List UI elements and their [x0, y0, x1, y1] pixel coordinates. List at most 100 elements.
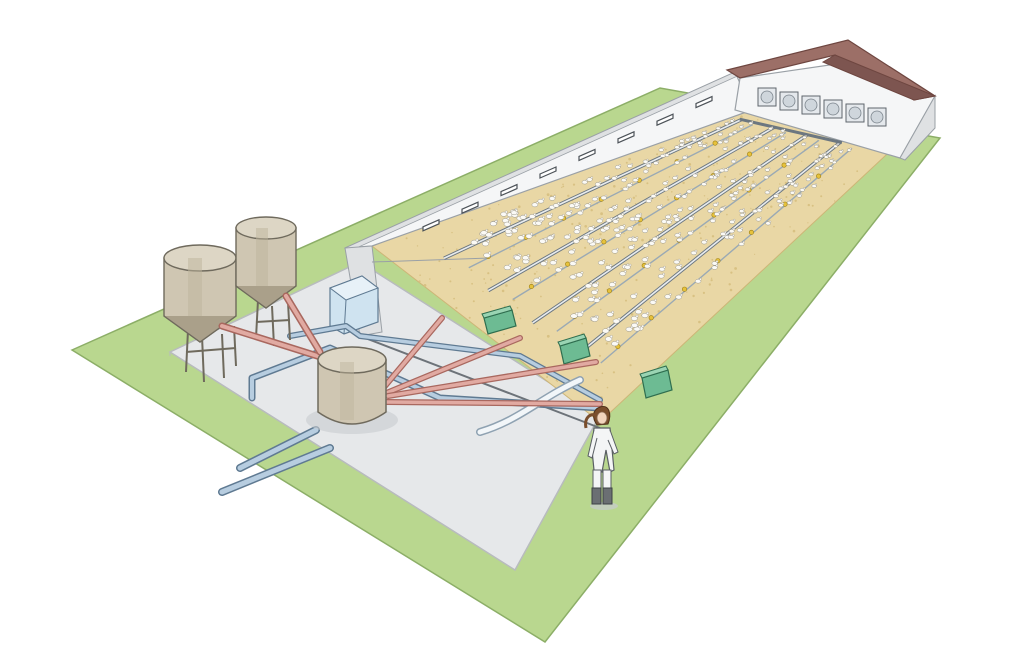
chicken [786, 200, 793, 205]
chicken [818, 153, 824, 158]
chicken [728, 131, 734, 137]
chicken [748, 120, 754, 125]
litter-speck [605, 342, 608, 345]
chicken [586, 176, 593, 182]
chicken [537, 197, 545, 204]
chicken [730, 178, 737, 183]
chicken [602, 327, 610, 334]
drinker-nipple [606, 288, 612, 294]
litter-speck [470, 269, 473, 272]
drinker-nipple [528, 283, 534, 289]
litter-speck [468, 316, 471, 319]
litter-speck [620, 187, 623, 190]
litter-speck [519, 317, 522, 320]
litter-speck [702, 291, 706, 294]
chicken [675, 193, 682, 199]
chicken [712, 201, 719, 207]
chicken [744, 186, 751, 192]
silo-left [163, 244, 237, 383]
litter-speck [534, 234, 537, 237]
litter-speck [622, 246, 626, 249]
wall-vent [617, 130, 635, 144]
chicken [631, 321, 639, 328]
chicken [584, 202, 592, 208]
litter-speck [515, 313, 517, 315]
chicken [764, 167, 771, 172]
chicken [738, 140, 744, 145]
litter-speck [625, 299, 627, 302]
chicken [513, 266, 522, 273]
wall-vent [656, 113, 674, 127]
litter-speck [554, 274, 557, 277]
feed-hopper [306, 346, 398, 434]
chicken [720, 230, 727, 236]
litter-speck [546, 193, 550, 197]
litter-speck [634, 203, 637, 205]
chicken [648, 239, 656, 246]
litter-speck [503, 333, 505, 336]
litter-speck [773, 225, 775, 228]
chicken [672, 175, 679, 180]
chicken [631, 236, 639, 242]
chicken [657, 272, 666, 279]
litter-speck [634, 221, 637, 224]
chicken [737, 185, 744, 190]
litter-speck [590, 209, 593, 212]
chicken [790, 181, 796, 186]
drinker-nipple [681, 286, 687, 292]
chicken [829, 158, 835, 163]
chicken [622, 185, 629, 191]
chicken [786, 173, 792, 178]
farm-worker [584, 405, 619, 510]
litter-speck [482, 330, 485, 333]
litter-speck [728, 283, 731, 286]
litter-speck [625, 161, 628, 164]
chicken [618, 224, 626, 230]
chicken [771, 133, 777, 138]
chicken [748, 138, 755, 143]
fan-blade [826, 102, 840, 116]
litter-speck [482, 290, 484, 293]
litter-speck [699, 237, 702, 240]
chicken [787, 178, 794, 183]
feed-line-core [487, 126, 775, 292]
window-line [371, 257, 491, 263]
litter-speck [606, 263, 608, 265]
chicken [805, 176, 812, 182]
chicken [765, 220, 772, 226]
litter-speck [801, 160, 803, 162]
fan-blade [782, 94, 796, 108]
chicken [481, 240, 490, 247]
litter-speck [734, 267, 737, 270]
chicken [688, 215, 695, 221]
chicken [587, 295, 596, 302]
litter-speck [546, 334, 550, 338]
chicken [738, 240, 745, 247]
chicken [796, 193, 803, 198]
litter-speck [572, 183, 576, 186]
litter-speck [498, 204, 500, 206]
chicken [586, 237, 594, 244]
litter-speck [752, 180, 755, 183]
chicken [709, 217, 717, 223]
chicken [568, 202, 576, 208]
chicken [656, 204, 663, 210]
litter-speck [736, 127, 738, 129]
chicken [733, 190, 739, 196]
chicken [660, 238, 667, 244]
litter-speck [646, 182, 649, 185]
litter-speck [449, 268, 451, 270]
litter-speck [767, 207, 769, 209]
chicken [764, 145, 770, 150]
drinker-nipple [565, 261, 571, 267]
litter-speck [699, 232, 701, 235]
chicken [813, 143, 819, 149]
litter-speck [405, 237, 408, 240]
chicken [717, 131, 723, 137]
litter-speck [419, 274, 421, 277]
chicken [808, 171, 814, 177]
litter-speck [724, 175, 727, 178]
litter-speck [600, 212, 603, 216]
chicken [755, 216, 762, 222]
